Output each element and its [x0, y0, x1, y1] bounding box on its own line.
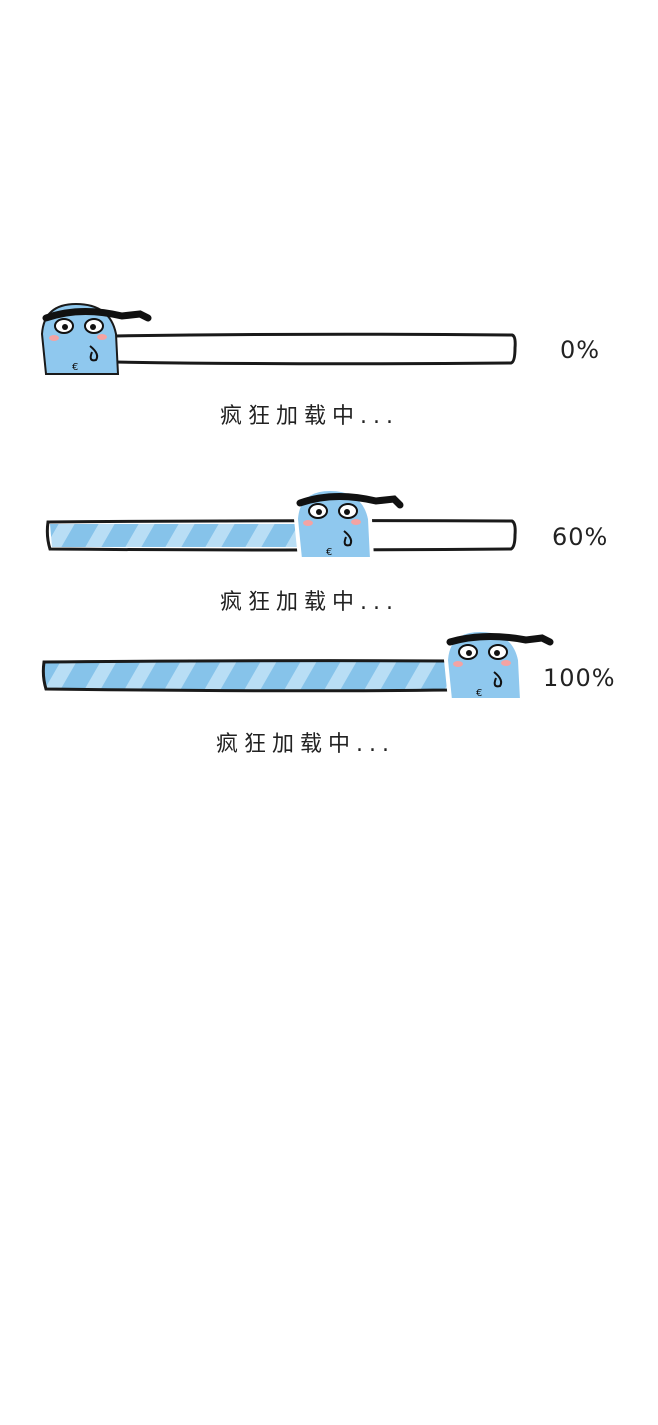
mascot-icon: €	[443, 627, 554, 702]
svg-text:€: €	[476, 688, 482, 699]
progress-bar-0: €	[40, 302, 517, 375]
loading-caption: 疯狂加载中...	[220, 590, 399, 615]
progress-loader-100: € 100% 疯狂加载中...	[0, 627, 658, 758]
loading-caption: 疯狂加载中...	[220, 404, 399, 429]
progress-percent: 100%	[543, 664, 616, 692]
progress-bar-100: €	[41, 627, 554, 702]
mascot-icon: €	[40, 302, 152, 375]
mascot-icon: €	[293, 486, 404, 561]
progress-loader-0: € 0% 疯狂加载中...	[0, 300, 658, 430]
progress-percent: 60%	[552, 523, 609, 551]
svg-text:€: €	[326, 547, 332, 558]
progress-bar-60: €	[45, 486, 517, 561]
svg-text:€: €	[72, 362, 78, 373]
loading-caption: 疯狂加载中...	[216, 732, 395, 757]
progress-percent: 0%	[560, 336, 601, 364]
progress-loader-60: € 60% 疯狂加载中...	[0, 486, 658, 617]
